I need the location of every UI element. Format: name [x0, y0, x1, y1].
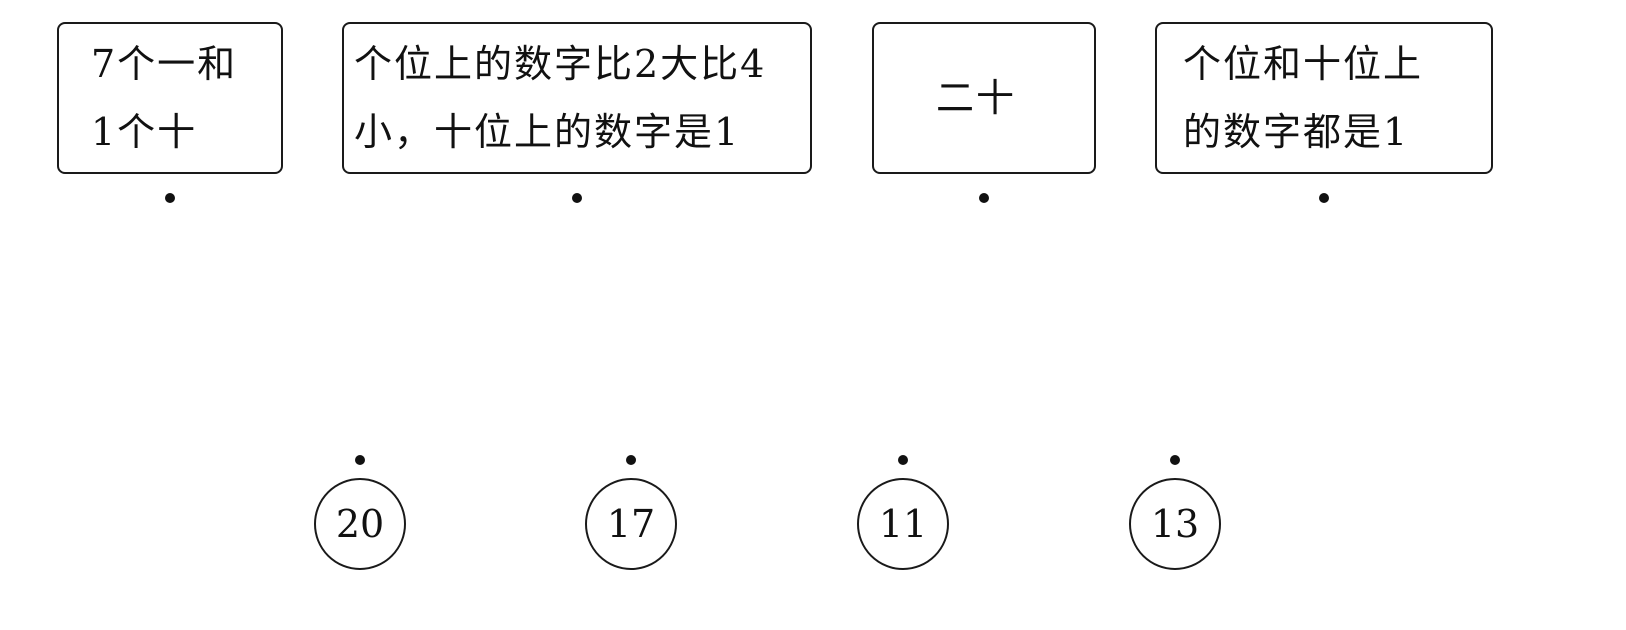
description-card-4: [1155, 22, 1493, 174]
number-2-connector-dot[interactable]: [626, 455, 636, 465]
number-3-connector-dot[interactable]: [898, 455, 908, 465]
number-circle-1[interactable]: 20: [314, 478, 406, 570]
description-card-3: [872, 22, 1096, 174]
card-4-connector-dot[interactable]: [1319, 193, 1329, 203]
card-1-line-1: 7个一和: [91, 42, 238, 86]
description-card-2: [342, 22, 812, 174]
card-1-line-2: 1个十: [91, 110, 198, 154]
card-4-line-1: 个位和十位上: [1183, 42, 1424, 86]
number-4-connector-dot[interactable]: [1170, 455, 1180, 465]
card-2-line-2: 小，十位上的数字是1: [354, 110, 741, 154]
card-3-connector-dot[interactable]: [979, 193, 989, 203]
number-1-connector-dot[interactable]: [355, 455, 365, 465]
card-4-line-2: 的数字都是1: [1183, 110, 1410, 154]
description-card-1: [57, 22, 283, 174]
number-circle-3[interactable]: 11: [857, 478, 949, 570]
number-circle-4[interactable]: 13: [1129, 478, 1221, 570]
card-2-connector-dot[interactable]: [572, 193, 582, 203]
card-2-line-1: 个位上的数字比2大比4: [354, 42, 767, 86]
card-1-connector-dot[interactable]: [165, 193, 175, 203]
card-3-line-1: 二十: [936, 76, 1017, 120]
number-circle-2[interactable]: 17: [585, 478, 677, 570]
